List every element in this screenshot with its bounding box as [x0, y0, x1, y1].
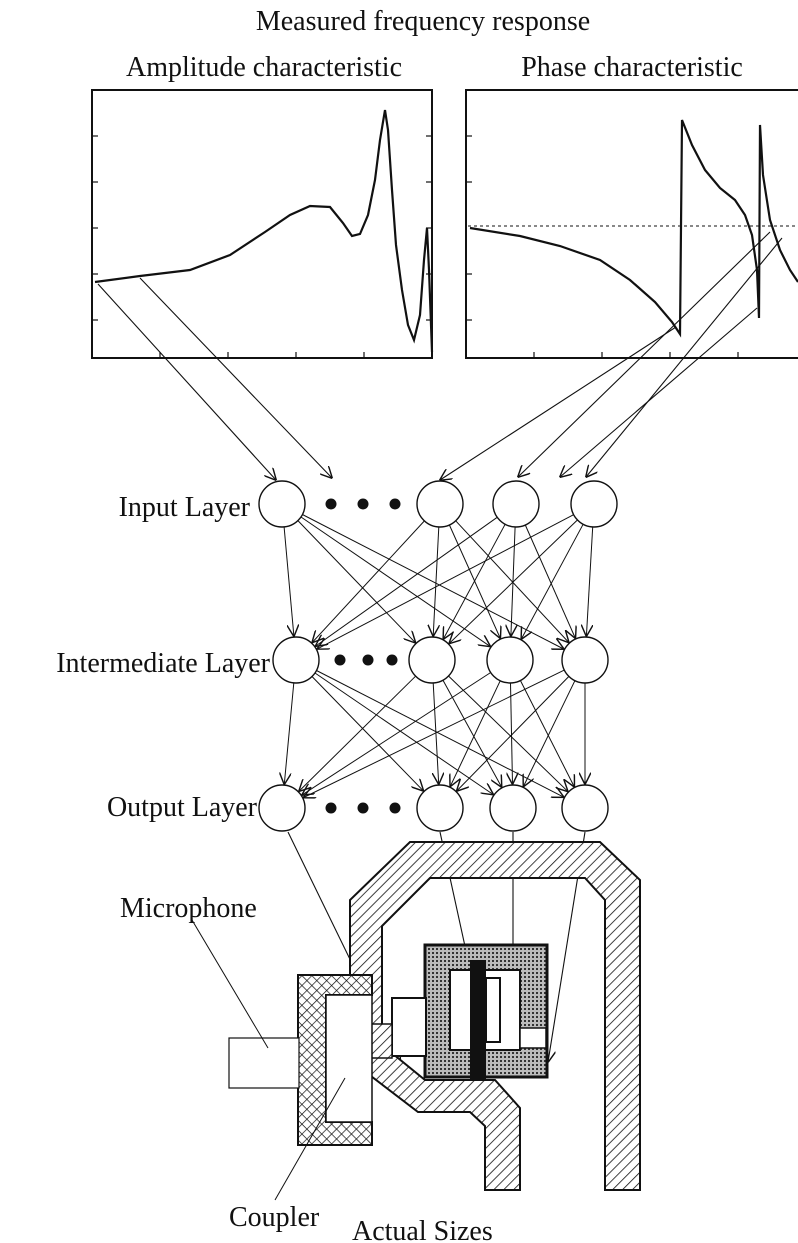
connection-arrow: [521, 524, 584, 639]
connection-arrow: [442, 679, 502, 787]
connection-arrow: [433, 682, 439, 784]
device-casing: [349, 841, 641, 1191]
connection-arrow: [302, 514, 563, 650]
input-layer-label: Input Layer: [119, 492, 251, 523]
connection-arrow: [457, 676, 570, 791]
connection-arrow: [304, 669, 565, 797]
output-neuron: [489, 784, 537, 832]
figure-title: Measured frequency response: [256, 6, 590, 37]
output-ellipsis-dot: [357, 802, 369, 814]
port-neck: [369, 1023, 393, 1059]
device-cross-section: [191, 841, 641, 1201]
output-neuron: [258, 784, 306, 832]
network-connections: [283, 514, 594, 798]
connection-arrow: [297, 520, 416, 643]
connection-arrow: [316, 516, 498, 646]
amplitude-ticks: [92, 135, 432, 358]
connection-arrow: [524, 524, 575, 638]
connection-arrow: [450, 680, 501, 787]
intermediate-ellipsis-dot: [362, 654, 374, 666]
input-neuron: [258, 480, 306, 528]
connection-arrow: [524, 680, 576, 787]
microphone-body: [228, 1037, 300, 1089]
connection-arrow: [283, 526, 294, 636]
phase-curve: [469, 119, 798, 338]
diaphragm-frame: [485, 977, 501, 1043]
amplitude-panel-title: Amplitude characteristic: [126, 52, 402, 83]
amplitude-plot-frame: [91, 89, 433, 359]
connection-arrow: [455, 520, 569, 643]
output-neuron: [561, 784, 609, 832]
output-ellipsis-dot: [325, 802, 337, 814]
connection-arrow: [511, 682, 513, 784]
output-ellipsis-dot: [389, 802, 401, 814]
actual-sizes-label: Actual Sizes: [352, 1216, 493, 1243]
front-chamber: [391, 997, 427, 1057]
phase-ticks: [466, 135, 739, 358]
rear-port: [519, 1027, 547, 1049]
input-ellipsis-dot: [325, 498, 337, 510]
coupler-leader: [274, 1077, 346, 1201]
connection-arrow: [300, 516, 490, 646]
intermediate-neuron: [408, 636, 456, 684]
intermediate-ellipsis-dot: [386, 654, 398, 666]
input-neuron: [492, 480, 540, 528]
connection-arrow: [316, 670, 564, 798]
coupler-cavity: [325, 994, 373, 1123]
output-layer-label: Output Layer: [107, 792, 258, 823]
intermediate-layer-label: Intermediate Layer: [56, 648, 270, 679]
connection-arrow: [448, 675, 568, 791]
diaphragm-black: [470, 960, 486, 1080]
microphone-leader: [191, 919, 269, 1049]
connection-arrow: [443, 524, 506, 639]
connection-arrow: [311, 676, 423, 791]
connection-arrow: [299, 675, 416, 791]
connection-arrow: [519, 680, 574, 787]
connection-arrow: [314, 672, 493, 795]
connection-arrow: [312, 520, 425, 643]
connection-arrow: [302, 672, 491, 795]
network-neurons: [258, 480, 618, 832]
input-ellipsis-dot: [389, 498, 401, 510]
phase-plot-frame: [465, 89, 798, 359]
connection-arrow: [317, 514, 574, 649]
connection-arrow: [433, 526, 439, 636]
coupler-label: Coupler: [229, 1202, 320, 1233]
input-ellipsis-dot: [357, 498, 369, 510]
intermediate-ellipsis-dot: [334, 654, 346, 666]
microphone-label: Microphone: [120, 893, 257, 924]
connection-arrow: [449, 519, 578, 643]
amplitude-plot: [91, 89, 434, 359]
input-neuron: [416, 480, 464, 528]
phase-plot: [465, 89, 798, 359]
plot-to-input-arrows: [97, 231, 783, 480]
amplitude-curve: [94, 109, 434, 353]
phase-panel-title: Phase characteristic: [521, 52, 743, 83]
connection-arrow: [284, 682, 295, 784]
intermediate-neuron: [272, 636, 320, 684]
connection-arrow: [586, 526, 594, 636]
intermediate-neuron: [561, 636, 609, 684]
input-neuron: [570, 480, 618, 528]
intermediate-neuron: [486, 636, 534, 684]
output-neuron: [416, 784, 464, 832]
